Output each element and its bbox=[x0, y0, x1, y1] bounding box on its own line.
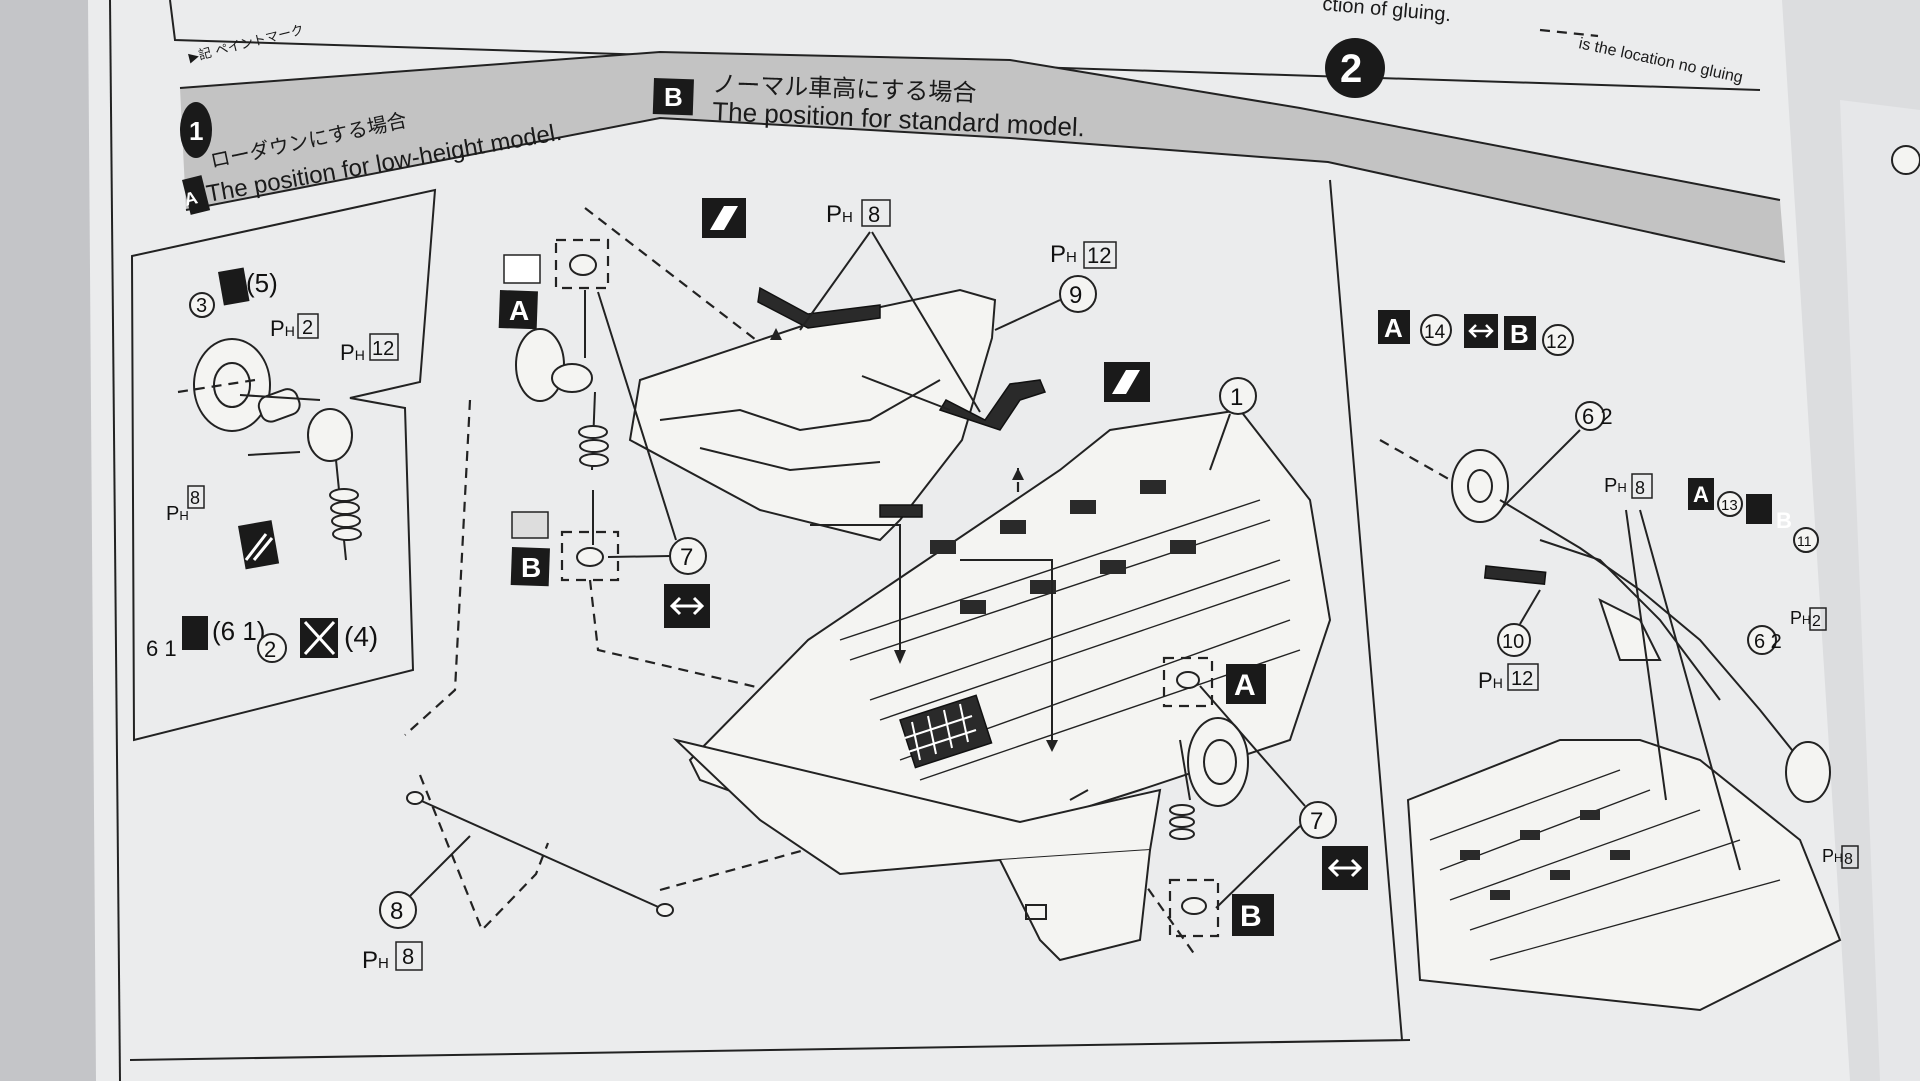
paint-flag-icon-2 bbox=[1104, 362, 1150, 402]
main-callout-7b: 7 bbox=[1310, 808, 1323, 835]
main-callout-7a: 7 bbox=[680, 544, 693, 571]
right-callout-10: 10 bbox=[1502, 631, 1524, 653]
step2-codes: A 14 B 12 bbox=[1378, 310, 1574, 356]
right-callout-62-bottom: 6 2 bbox=[1754, 631, 1782, 653]
label-a-right: A bbox=[1234, 669, 1256, 702]
right-code-a-num: 14 bbox=[1424, 322, 1446, 343]
detail-callout-4: (4) bbox=[344, 621, 378, 652]
main-callout-8: 8 bbox=[390, 898, 403, 925]
right-ph2-prefix: PH bbox=[1790, 608, 1811, 628]
detail-drawing bbox=[177, 338, 362, 561]
detail-callout-2: 2 bbox=[264, 637, 276, 662]
detail-ph2: 2 bbox=[302, 317, 313, 339]
guide-dashed-left bbox=[404, 399, 472, 736]
chassis-body bbox=[688, 408, 1332, 840]
right-code-b2: B bbox=[1776, 508, 1792, 533]
label-b-bottom: B bbox=[1240, 900, 1262, 933]
detail-callout-61: 6 1 bbox=[146, 636, 177, 661]
step1-number: 1 bbox=[189, 116, 203, 146]
upright-assembly-left bbox=[515, 290, 609, 545]
paint-icon bbox=[218, 267, 250, 306]
right-code-a2-num: 13 bbox=[1721, 497, 1738, 514]
radiator bbox=[899, 694, 993, 769]
label-a-right-badge bbox=[1226, 664, 1266, 704]
main-ph8-prefix: PH bbox=[826, 201, 853, 228]
main-callout-1: 1 bbox=[1230, 384, 1243, 411]
label-a-top-badge bbox=[498, 290, 538, 330]
main-ph8-bottom-prefix: PH bbox=[362, 947, 389, 974]
detail-ph8-prefix: PH bbox=[166, 503, 189, 525]
right-ph12: 12 bbox=[1511, 668, 1533, 690]
right-code-b: B bbox=[1510, 319, 1529, 349]
right-code-b2-num: 11 bbox=[1797, 533, 1812, 549]
right-ph8-br: 8 bbox=[1844, 851, 1853, 868]
step2-drawing bbox=[1379, 439, 1842, 1012]
main-ph12-top: 12 bbox=[1087, 243, 1111, 268]
option-b-letter: B bbox=[664, 82, 683, 112]
right-ph12-prefix: PH bbox=[1478, 668, 1503, 693]
right-callout-62-top: 6 2 bbox=[1582, 404, 1613, 429]
detail-ph2-prefix: PH bbox=[270, 316, 295, 341]
label-b-mid: B bbox=[521, 552, 541, 583]
right-ph8-prefix: PH bbox=[1604, 475, 1627, 497]
detail-ph12-prefix: PH bbox=[340, 340, 365, 365]
right-code-b-num: 12 bbox=[1546, 332, 1567, 353]
right-ph8: 8 bbox=[1635, 478, 1645, 498]
panel-divider bbox=[1329, 179, 1403, 1041]
detail-inset bbox=[130, 188, 437, 742]
step1-badge bbox=[180, 102, 212, 158]
step2-number: 2 bbox=[1340, 47, 1362, 91]
step2-badge bbox=[1325, 38, 1385, 98]
option-a-letter: A bbox=[182, 187, 199, 210]
main-ph8-top: 8 bbox=[868, 202, 880, 227]
detail-callout-5: (5) bbox=[246, 268, 278, 298]
right-code-a: A bbox=[1384, 313, 1403, 343]
main-ph12-prefix: PH bbox=[1050, 241, 1077, 268]
hub-right bbox=[1169, 717, 1249, 840]
header-band bbox=[180, 52, 1785, 262]
detail-ph12: 12 bbox=[372, 338, 394, 360]
paint-icon-2 bbox=[182, 616, 208, 650]
right-ph2: 2 bbox=[1812, 613, 1821, 630]
main-ph8-bottom: 8 bbox=[402, 944, 414, 969]
main-callout-9: 9 bbox=[1069, 282, 1082, 309]
paint-flag-icon bbox=[702, 198, 746, 238]
detail-callout-3: 3 bbox=[196, 295, 207, 317]
step2-codes-2: A 13 B 11 bbox=[1688, 478, 1819, 553]
tie-rod bbox=[414, 797, 666, 911]
label-b-mid-badge bbox=[510, 547, 550, 587]
right-ph8-br-prefix: PH bbox=[1822, 846, 1843, 866]
right-code-a2: A bbox=[1693, 482, 1709, 507]
label-a-top: A bbox=[509, 295, 529, 326]
double-arrow-icon bbox=[664, 584, 710, 628]
option-a-badge bbox=[182, 175, 211, 215]
label-b-bottom-badge bbox=[1232, 894, 1274, 936]
detail-ph8: 8 bbox=[190, 488, 200, 508]
detail-callout-61-paren: (6 1) bbox=[212, 616, 265, 646]
double-arrow-icon-2 bbox=[1322, 846, 1368, 890]
option-b-badge bbox=[652, 78, 694, 116]
